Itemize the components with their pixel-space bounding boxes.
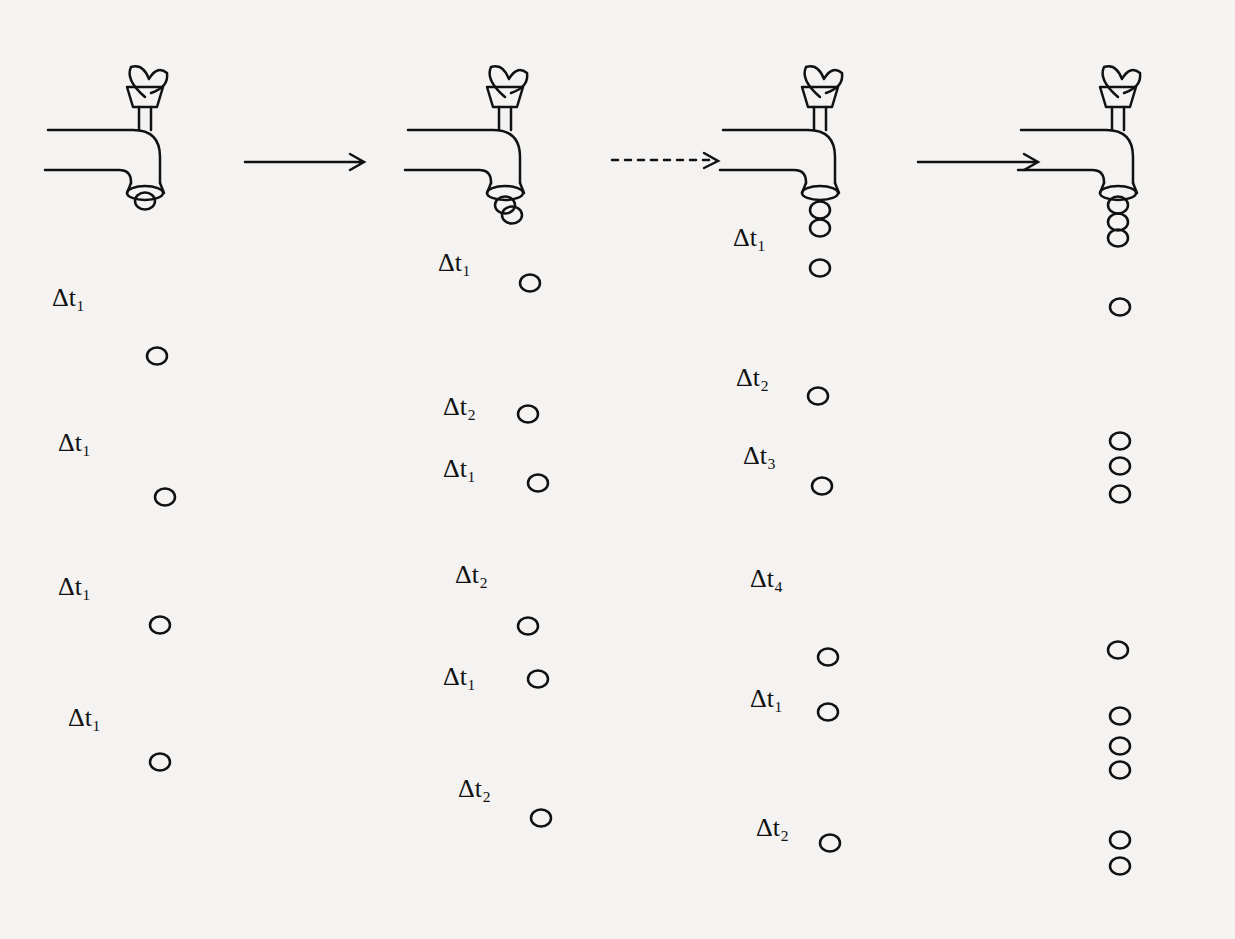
water-drop [810,202,830,219]
water-drop [518,618,538,635]
water-drop [818,704,838,721]
water-drop [1110,832,1130,849]
water-drop [1110,762,1130,779]
interval-label: Δt₁ [750,686,783,712]
interval-label: Δt₁ [58,574,91,600]
water-drop [495,197,515,214]
water-drop [147,348,167,365]
water-drop [155,489,175,506]
interval-label: Δt₁ [443,456,476,482]
water-drop [520,275,540,292]
water-drop [810,220,830,237]
interval-label: Δt₁ [443,664,476,690]
water-drop [1108,230,1128,247]
water-drop [1110,486,1130,503]
water-drop [1110,858,1130,875]
water-drop [1110,299,1130,316]
interval-label: Δt₁ [68,705,101,731]
interval-label: Δt₂ [443,394,476,420]
water-drop [1110,433,1130,450]
water-drop [1110,708,1130,725]
water-drop [1108,214,1128,231]
water-drop [820,835,840,852]
interval-label: Δt₂ [756,815,789,841]
water-drop [518,406,538,423]
water-drop [531,810,551,827]
water-drop [1110,738,1130,755]
interval-label: Δt₂ [736,365,769,391]
interval-label: Δt₄ [750,566,783,592]
interval-label: Δt₁ [438,250,471,276]
water-drop [135,193,155,210]
water-drop [810,260,830,277]
water-drop [818,649,838,666]
water-drop [1108,197,1128,214]
interval-label: Δt₂ [455,562,488,588]
interval-label: Δt₂ [458,776,491,802]
interval-label: Δt₁ [58,430,91,456]
interval-label: Δt₁ [733,225,766,251]
water-drop [150,617,170,634]
water-drop [528,475,548,492]
water-drop [528,671,548,688]
water-drop [812,478,832,495]
water-drop [1110,458,1130,475]
water-drop [808,388,828,405]
interval-label: Δt₁ [52,285,85,311]
interval-label: Δt₃ [743,443,776,469]
water-drop [502,207,522,224]
water-drop [1108,642,1128,659]
water-drop [150,754,170,771]
